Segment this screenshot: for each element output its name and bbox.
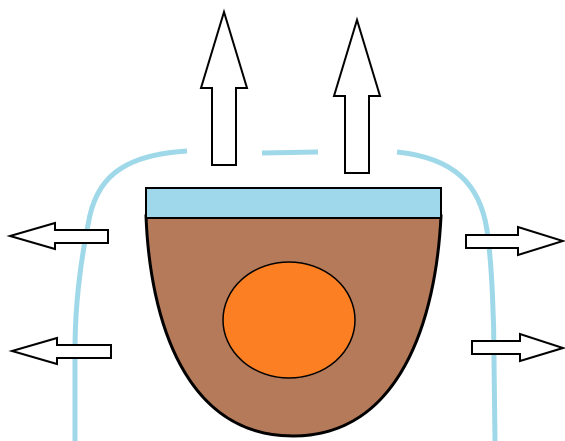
left-arrow-lower [12,338,111,364]
right-arrow-upper [466,227,563,255]
water-layer [146,188,441,218]
up-arrow-left [201,12,247,165]
left-arrow-upper [10,223,108,249]
right-arrow-lower [472,334,563,361]
boundary-top-segment [262,152,318,153]
up-arrow-right [334,20,380,173]
inner-core [223,262,355,378]
